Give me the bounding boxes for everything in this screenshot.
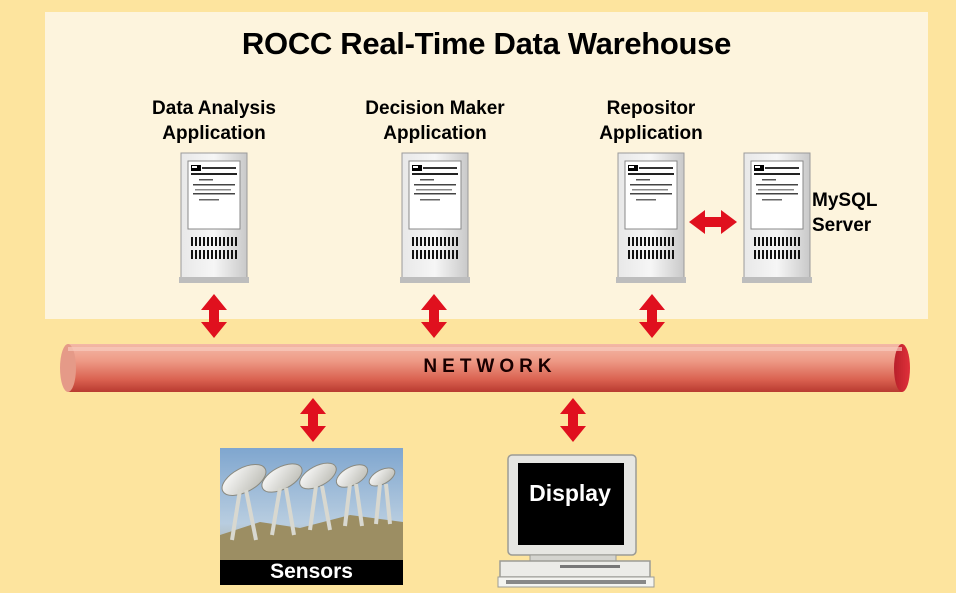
app-label-line: Repositor — [606, 98, 696, 119]
double-arrow-icon — [421, 294, 447, 338]
computer-monitor-icon — [497, 454, 655, 588]
double-arrow-icon — [560, 398, 586, 442]
mysql-server-label: MySQL Server — [812, 188, 902, 238]
network-pipe — [60, 344, 910, 392]
network-label: NETWORK — [423, 356, 557, 377]
diagram-title: ROCC Real-Time Data Warehouse — [241, 26, 732, 61]
app-label-line: Data Analysis — [152, 98, 276, 119]
app-label-line: Application — [162, 123, 266, 144]
server-icon — [178, 152, 250, 284]
app-label-line: Application — [383, 123, 487, 144]
app-label-line: Decision Maker — [365, 98, 505, 119]
server-icon — [741, 152, 813, 284]
mysql-label-line: Server — [812, 215, 872, 236]
display-label: Display — [529, 480, 611, 506]
sensors-label: Sensors — [270, 560, 353, 583]
double-arrow-icon — [639, 294, 665, 338]
repositor-app-label: Repositor Application — [551, 96, 751, 146]
double-arrow-icon — [201, 294, 227, 338]
server-icon — [399, 152, 471, 284]
double-arrow-icon — [689, 210, 737, 234]
double-arrow-icon — [300, 398, 326, 442]
server-icon — [615, 152, 687, 284]
decision-maker-app-label: Decision Maker Application — [335, 96, 535, 146]
app-label-line: Application — [599, 123, 703, 144]
data-analysis-app-label: Data Analysis Application — [114, 96, 314, 146]
radio-telescope-photo — [220, 448, 403, 585]
mysql-label-line: MySQL — [812, 190, 878, 211]
